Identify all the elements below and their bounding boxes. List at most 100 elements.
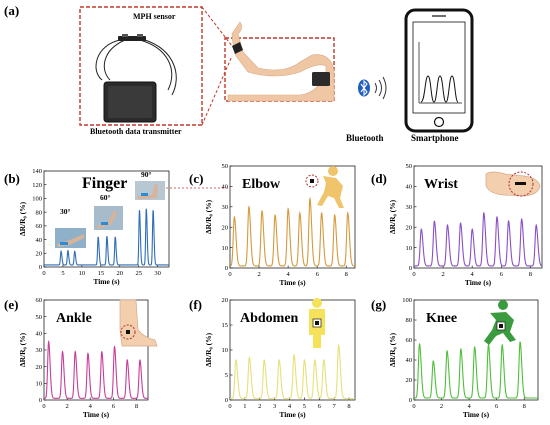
- y-tick-label: 0: [39, 264, 42, 271]
- x-tick-label: 0: [412, 271, 415, 278]
- x-tick-label: 2: [65, 403, 68, 410]
- zoom-line-bottom: [201, 55, 233, 126]
- x-tick-label: 0: [228, 271, 231, 278]
- y-tick-label: 40: [222, 184, 229, 191]
- transmitter-label: Bluetooth data transmitter: [90, 127, 182, 136]
- y-tick-label: 5: [225, 372, 228, 379]
- y-tick-label: 20: [406, 377, 413, 384]
- smartphone-label: Smartphone: [411, 133, 459, 143]
- x-tick-label: 6: [318, 403, 322, 410]
- y-tick-label: 140: [32, 168, 42, 175]
- y-tick-label: 15: [222, 322, 229, 329]
- y-tick-label: 0: [225, 265, 228, 272]
- angle-annotation: 60°: [100, 193, 111, 202]
- y-axis-label: ΔR/R₀ (%): [388, 199, 397, 234]
- wrist-hand-icon: [485, 171, 541, 197]
- y-tick-label: 0: [409, 397, 412, 404]
- y-tick-label: 40: [406, 184, 413, 191]
- x-tick-label: 8: [529, 271, 532, 278]
- x-axis-label: Time (s): [83, 410, 110, 419]
- series-line: [230, 344, 355, 400]
- zoom-line-top: [201, 6, 233, 47]
- y-tick-label: 10: [222, 245, 229, 252]
- x-tick-label: 4: [287, 271, 291, 278]
- bluetooth-icon: [358, 79, 370, 97]
- plot-frame: [413, 165, 543, 269]
- chart-title: Finger: [82, 175, 127, 192]
- x-tick-label: 4: [288, 403, 292, 410]
- x-tick-label: 3: [273, 403, 276, 410]
- x-tick-label: 8: [523, 403, 526, 410]
- x-axis-label: Time (s): [463, 410, 490, 419]
- finger-30-photo: [55, 228, 86, 248]
- x-tick-label: 25: [135, 270, 142, 277]
- x-tick-label: 0: [42, 270, 45, 277]
- y-tick-label: 0: [225, 397, 228, 404]
- y-tick-label: 60: [36, 223, 43, 230]
- y-axis-label: ΔR/R₀ (%): [18, 201, 27, 236]
- x-tick-label: 0: [42, 403, 45, 410]
- panel-label: (e): [4, 297, 18, 312]
- x-tick-label: 5: [303, 403, 306, 410]
- elbow-sensor-icon: [310, 179, 314, 183]
- y-tick-label: 20: [222, 224, 229, 231]
- x-axis-label: Time (s): [279, 278, 306, 287]
- x-axis-label: Time (s): [279, 410, 306, 419]
- angle-annotation: 90°: [141, 170, 152, 179]
- chart-title: Wrist: [424, 177, 458, 192]
- y-tick-label: 20: [36, 364, 43, 371]
- panel-label: (b): [4, 171, 20, 186]
- x-tick-label: 4: [471, 271, 475, 278]
- series-line: [44, 340, 148, 399]
- y-tick-label: 20: [406, 224, 413, 231]
- y-tick-label: 60: [36, 297, 43, 304]
- y-tick-label: 10: [222, 347, 229, 354]
- x-tick-label: 8: [345, 271, 348, 278]
- y-tick-label: 40: [36, 331, 43, 338]
- x-tick-label: 8: [135, 403, 138, 410]
- abdomen-sensor-icon: [315, 321, 319, 325]
- chart-title: Abdomen: [240, 311, 299, 326]
- y-tick-label: 80: [36, 209, 43, 216]
- x-tick-label: 2: [257, 271, 260, 278]
- y-tick-label: 0: [409, 265, 412, 272]
- plot-frame: [229, 165, 356, 269]
- y-tick-label: 50: [406, 163, 413, 170]
- y-tick-label: 100: [32, 196, 42, 203]
- y-tick-label: 80: [406, 317, 413, 324]
- inset-box: [79, 6, 203, 126]
- chart-title: Ankle: [56, 311, 92, 326]
- x-tick-label: 6: [112, 403, 116, 410]
- angle-annotation: 30°: [60, 207, 71, 216]
- y-tick-label: 50: [222, 163, 229, 170]
- x-tick-label: 6: [500, 271, 504, 278]
- y-tick-label: 60: [406, 337, 413, 344]
- x-axis-label: Time (s): [93, 277, 120, 286]
- x-tick-label: 20: [117, 270, 124, 277]
- sensor-wires: [95, 39, 177, 96]
- y-tick-label: 30: [222, 204, 229, 211]
- y-tick-label: 50: [36, 314, 43, 321]
- panel-a: (a) MPH sensor Bluetooth data transmitte…: [4, 3, 474, 143]
- x-tick-label: 4: [467, 403, 471, 410]
- chart-title: Knee: [426, 311, 457, 326]
- panel-label: (f): [189, 297, 202, 312]
- x-tick-label: 2: [440, 403, 443, 410]
- y-tick-label: 0: [39, 397, 42, 404]
- plot-frame: [413, 299, 539, 401]
- y-tick-label: 20: [222, 297, 229, 304]
- smartphone-icon: [404, 8, 474, 133]
- y-tick-label: 40: [406, 357, 413, 364]
- x-tick-label: 2: [441, 271, 444, 278]
- wireless-signal-icon: [374, 76, 387, 100]
- knee-sensor-icon: [499, 324, 503, 328]
- arm-transmitter-icon: [312, 72, 330, 86]
- finger-90-photo: [135, 181, 165, 200]
- y-tick-label: 10: [406, 245, 413, 252]
